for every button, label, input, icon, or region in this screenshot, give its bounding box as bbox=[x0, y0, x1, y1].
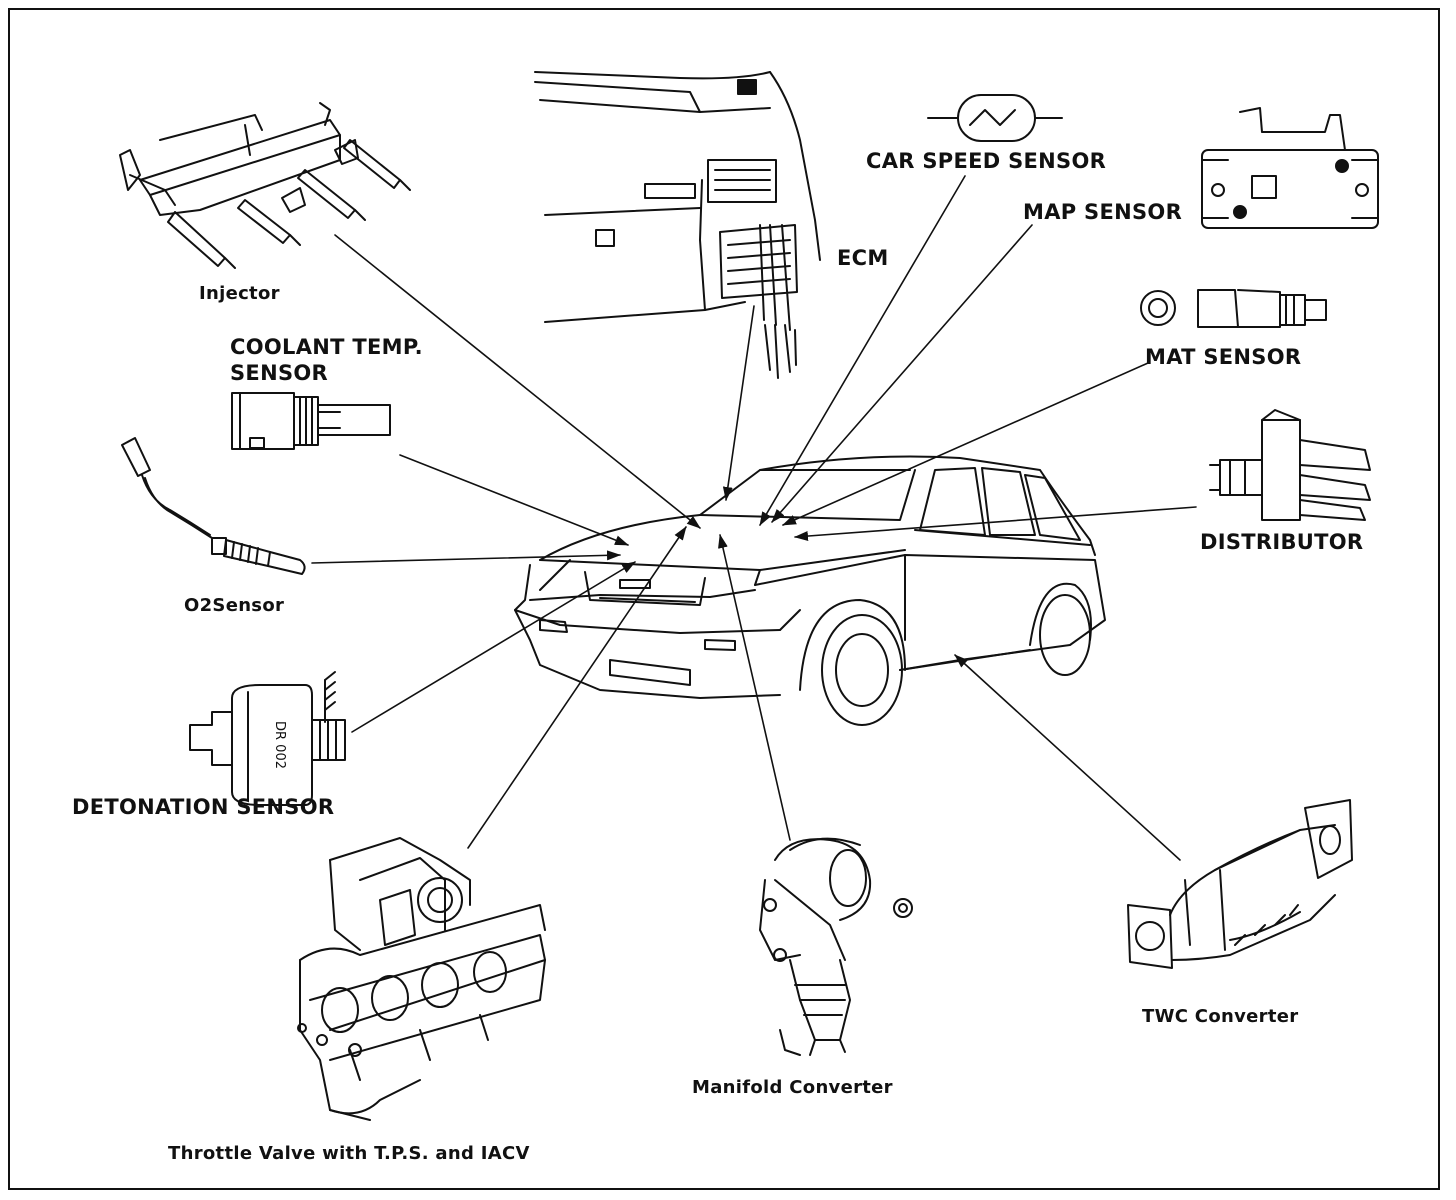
detonation-sensor-illustration bbox=[189, 671, 346, 806]
label-throttle-valve: Throttle Valve with T.P.S. and IACV bbox=[168, 1143, 530, 1164]
diagram-frame bbox=[8, 8, 1440, 1190]
ecm-dashboard-illustration bbox=[534, 71, 821, 379]
label-coolant-temp-line1: COOLANT TEMP. bbox=[230, 335, 423, 359]
coolant-temp-sensor-illustration bbox=[231, 392, 391, 450]
distributor-illustration bbox=[1209, 409, 1371, 521]
car-speed-sensor-symbol bbox=[927, 94, 1063, 142]
manifold-converter-illustration bbox=[759, 837, 913, 1056]
label-mat-sensor: MAT SENSOR bbox=[1145, 345, 1302, 369]
label-car-speed-sensor: CAR SPEED SENSOR bbox=[866, 149, 1107, 173]
label-twc-converter: TWC Converter bbox=[1142, 1006, 1299, 1027]
o2-sensor-illustration bbox=[121, 437, 306, 575]
car-illustration bbox=[514, 455, 1106, 726]
label-distributor: DISTRIBUTOR bbox=[1200, 530, 1364, 554]
leader-lines bbox=[311, 175, 1197, 861]
label-injector: Injector bbox=[199, 283, 280, 304]
throttle-valve-illustration bbox=[297, 837, 546, 1121]
mat-sensor-illustration bbox=[1140, 289, 1327, 328]
label-manifold-converter: Manifold Converter bbox=[692, 1077, 893, 1098]
label-coolant-temp-line2: SENSOR bbox=[230, 361, 328, 385]
twc-converter-illustration bbox=[1127, 799, 1353, 969]
injector-illustration bbox=[119, 102, 411, 269]
map-sensor-illustration bbox=[1201, 107, 1379, 229]
label-map-sensor: MAP SENSOR bbox=[1023, 200, 1183, 224]
label-o2-sensor: O2Sensor bbox=[184, 595, 285, 616]
label-coolant-temp-sensor: COOLANT TEMP. SENSOR bbox=[230, 334, 423, 386]
label-ecm: ECM bbox=[837, 246, 889, 270]
label-detonation-sensor: DETONATION SENSOR bbox=[72, 795, 335, 819]
detonation-part-marking: DR 002 bbox=[272, 721, 287, 769]
